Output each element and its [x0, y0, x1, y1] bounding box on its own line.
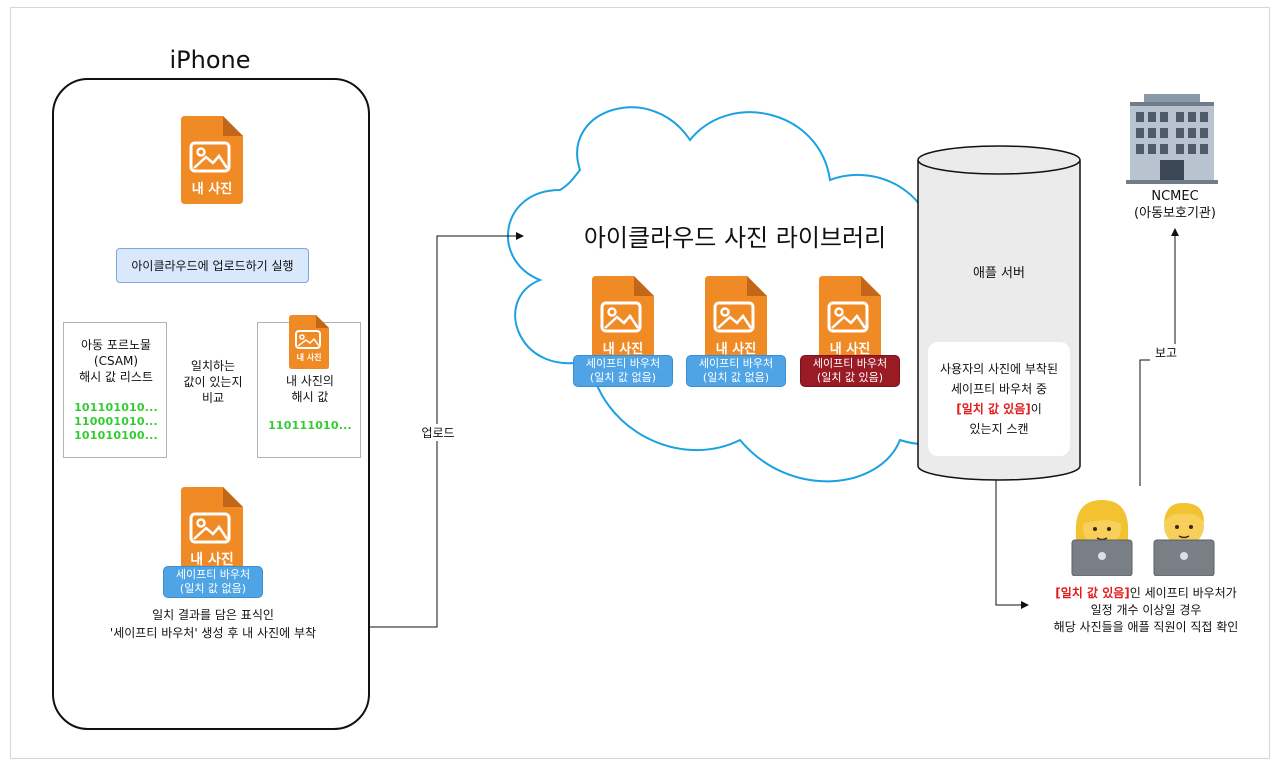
my-photo-file-icon: 내 사진	[179, 116, 245, 204]
staff-woman-icon	[1068, 494, 1136, 576]
cloud-voucher-2: 세이프티 바우처 (일치 값 없음)	[686, 355, 786, 387]
compare-line-2: 값이 있는지	[183, 375, 243, 389]
cloud-photo-2-icon: 내 사진	[703, 276, 769, 364]
review-line-2: 일정 개수 이상일 경우	[1090, 603, 1202, 617]
result-voucher-line-2: (일치 값 없음)	[179, 582, 247, 595]
scan-line-2: 세이프티 바우처 중	[951, 382, 1047, 396]
cloud-voucher-1-line-2: (일치 값 없음)	[589, 371, 657, 384]
caption-line-2: '세이프티 바우처' 생성 후 내 사진에 부착	[109, 626, 317, 640]
csam-hash-2: 110001010...	[74, 415, 158, 428]
scan-line-4: 있는지 스캔	[969, 422, 1029, 436]
cloud-photo-1-label: 내 사진	[602, 342, 644, 357]
report-label: 보고	[1150, 344, 1182, 361]
csam-title-2: (CSAM)	[93, 354, 139, 368]
csam-hash-3: 101010100...	[74, 429, 158, 442]
ncmec-name: NCMEC	[1151, 189, 1199, 204]
cloud-photo-3-icon: 내 사진	[817, 276, 883, 364]
diagram-frame	[10, 7, 1270, 759]
compare-line-1: 일치하는	[190, 359, 236, 373]
ncmec-label: NCMEC (아동보호기관)	[1110, 188, 1240, 222]
my-hash-value: 110111010...	[268, 419, 352, 432]
review-highlight: [일치 값 있음]	[1055, 586, 1130, 600]
cloud-voucher-2-line-2: (일치 값 없음)	[702, 371, 770, 384]
scan-line-1: 사용자의 사진에 부착된	[939, 362, 1059, 376]
ncmec-desc: (아동보호기관)	[1134, 206, 1216, 221]
review-caption: [일치 값 있음]인 세이프티 바우처가 일정 개수 이상일 경우 해당 사진들…	[1030, 585, 1262, 636]
small-photo-label: 내 사진	[296, 353, 322, 362]
cloud-photo-2-label: 내 사진	[715, 342, 757, 357]
cloud-photo-1-icon: 내 사진	[590, 276, 656, 364]
scan-highlight: [일치 값 있음]	[956, 402, 1031, 416]
caption-line-1: 일치 결과를 담은 표식인	[152, 608, 274, 622]
cloud-photo-3-label: 내 사진	[829, 342, 871, 357]
cloud-voucher-2-line-1: 세이프티 바우처	[698, 357, 774, 370]
arrow-server-to-staff	[995, 480, 1029, 609]
my-hash-title-1: 내 사진의	[286, 374, 334, 388]
result-safety-voucher: 세이프티 바우처 (일치 값 없음)	[163, 566, 263, 598]
my-hash-box: 내 사진 내 사진의 해시 값 110111010...	[257, 315, 361, 458]
upload-label: 업로드	[416, 424, 460, 441]
cloud-voucher-1: 세이프티 바우처 (일치 값 없음)	[573, 355, 673, 387]
scan-line-3: [일치 값 있음]이	[928, 399, 1070, 419]
iphone-title: iPhone	[169, 46, 251, 74]
cloud-voucher-3: 세이프티 바우처 (일치 값 있음)	[800, 355, 900, 387]
server-scan-box: 사용자의 사진에 부착된 세이프티 바우처 중 [일치 값 있음]이 있는지 스…	[928, 342, 1070, 456]
cloud-title: 아이클라우드 사진 라이브러리	[583, 224, 887, 252]
scan-suffix: 이	[1030, 402, 1042, 416]
compare-label: 일치하는 값이 있는지 비교	[178, 358, 248, 406]
compare-line-3: 비교	[201, 391, 225, 405]
review-line-1-rest: 인 세이프티 바우처가	[1129, 586, 1237, 600]
csam-hash-1: 101101010...	[74, 401, 158, 414]
server-label: 애플 서버	[973, 266, 1025, 281]
csam-title-1: 아동 포르노물	[80, 338, 152, 352]
upload-step-box: 아이클라우드에 업로드하기 실행	[116, 248, 309, 283]
my-hash-title-2: 해시 값	[291, 390, 329, 404]
cloud-voucher-1-line-1: 세이프티 바우처	[585, 357, 661, 370]
building-icon	[1124, 90, 1220, 184]
staff-man-icon	[1150, 494, 1218, 576]
review-line-3: 해당 사진들을 애플 직원이 직접 확인	[1053, 620, 1239, 634]
result-photo-label: 내 사진	[190, 552, 234, 568]
voucher-caption: 일치 결과를 담은 표식인 '세이프티 바우처' 생성 후 내 사진에 부착	[82, 606, 344, 642]
small-photo-file-icon: 내 사진	[288, 315, 330, 369]
cloud-voucher-3-line-1: 세이프티 바우처	[812, 357, 888, 370]
result-photo-file-icon: 내 사진	[179, 487, 245, 575]
photo-label: 내 사진	[191, 182, 233, 197]
csam-hash-list: 아동 포르노물 (CSAM) 해시 값 리스트 101101010... 110…	[63, 322, 167, 458]
review-line-1: [일치 값 있음]인 세이프티 바우처가	[1030, 585, 1262, 602]
csam-title-3: 해시 값 리스트	[79, 370, 153, 384]
result-voucher-line-1: 세이프티 바우처	[175, 568, 251, 581]
cloud-voucher-3-line-2: (일치 값 있음)	[816, 371, 884, 384]
